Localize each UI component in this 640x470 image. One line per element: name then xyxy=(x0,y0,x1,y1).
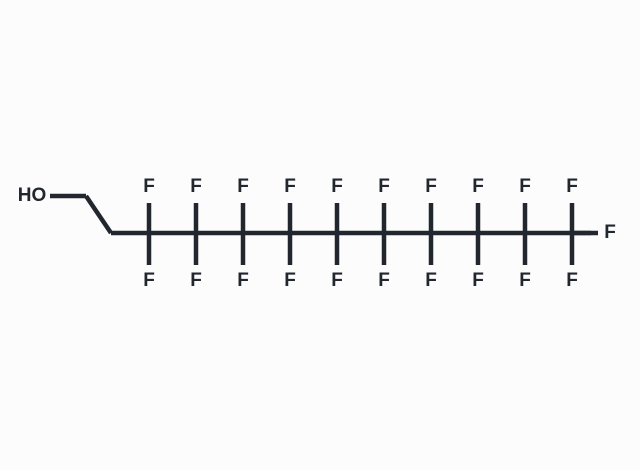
fluorine-label-top-1: F xyxy=(143,176,155,197)
fluorine-label-bottom-3: F xyxy=(237,270,249,291)
fluorine-label-bottom-5: F xyxy=(331,270,343,291)
fluorine-label-top-10: F xyxy=(566,176,578,197)
atom-label-layer: F F F F F F F F F F F F F F F F F F F F HO F xyxy=(18,176,616,291)
fluorine-label-bottom-1: F xyxy=(143,270,155,291)
fluorine-label-top-3: F xyxy=(237,176,249,197)
hydroxyl-label: HO xyxy=(18,185,47,206)
fluorine-label-top-8: F xyxy=(472,176,484,197)
terminal-fluorine-label: F xyxy=(604,222,616,243)
fluorine-label-bottom-8: F xyxy=(472,270,484,291)
bond-zigzag-c1-to-c2 xyxy=(84,194,113,235)
bond-layer xyxy=(50,193,598,265)
fluorine-label-top-5: F xyxy=(331,176,343,197)
fluorine-label-top-6: F xyxy=(378,176,390,197)
fluorine-label-bottom-7: F xyxy=(425,270,437,291)
fluorine-label-top-2: F xyxy=(190,176,202,197)
fluorine-label-bottom-6: F xyxy=(378,270,390,291)
fluorine-label-top-4: F xyxy=(284,176,296,197)
fluorine-label-bottom-2: F xyxy=(190,270,202,291)
fluorine-label-bottom-9: F xyxy=(519,270,531,291)
fluorine-label-bottom-10: F xyxy=(566,270,578,291)
fluorine-label-top-7: F xyxy=(425,176,437,197)
fluorine-label-bottom-4: F xyxy=(284,270,296,291)
fluorine-label-top-9: F xyxy=(519,176,531,197)
